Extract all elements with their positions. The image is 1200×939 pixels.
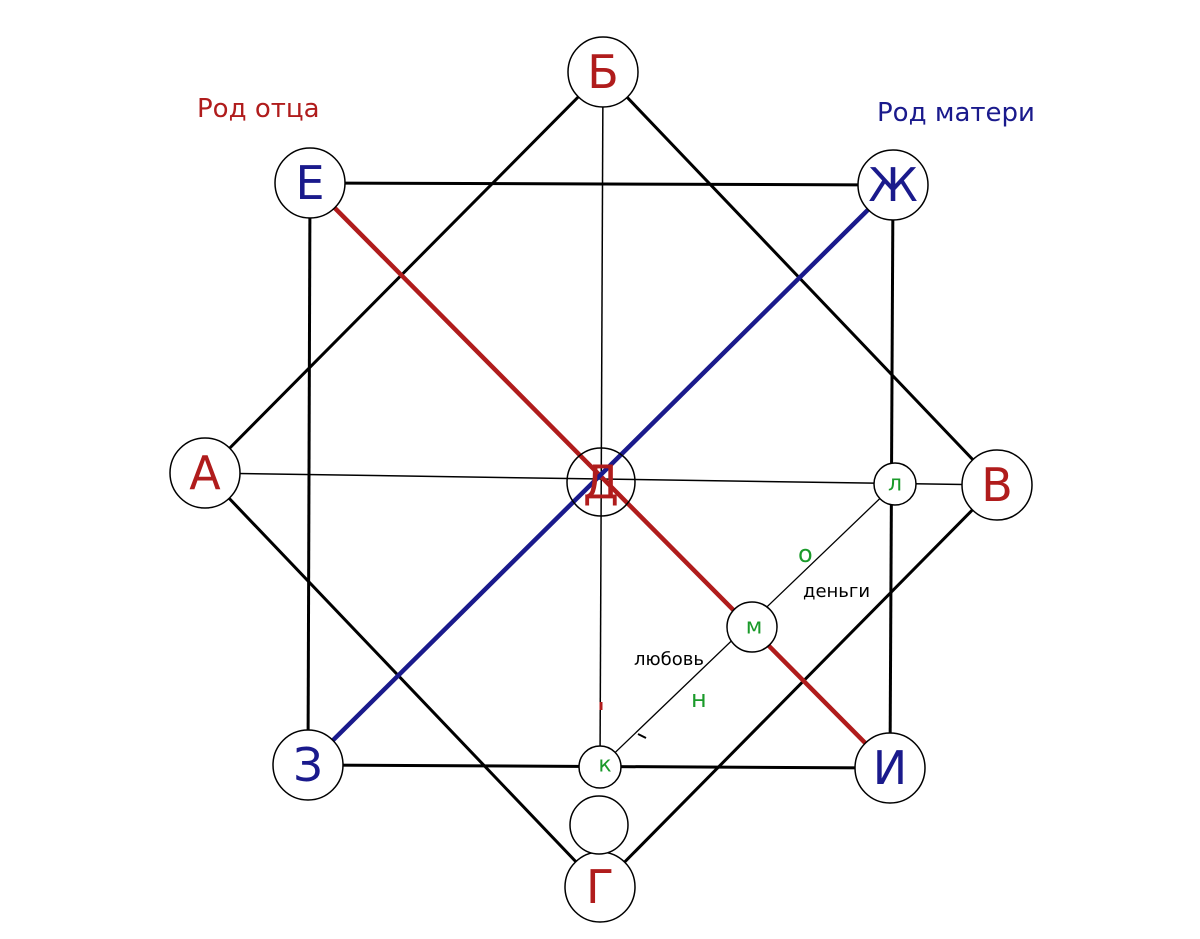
node-v: В [961,449,1033,521]
node-e: Е [274,147,346,219]
node-a: А [169,437,241,509]
node-z-label: З [293,738,323,792]
node-e-label: Е [295,156,324,210]
label-love: любовь [634,649,704,670]
node-i: И [854,732,926,804]
node-k-label: к [598,753,611,778]
node-l-label: л [888,472,902,497]
node-m: м [726,601,778,653]
node-m-label: м [746,615,763,640]
node-b: Б [567,36,639,108]
node-b-label: Б [587,45,619,99]
node-a-label: А [189,446,221,500]
label-n: н [691,685,707,713]
label-o: о [798,540,813,568]
blue-diagonal-z-zh [306,183,895,767]
label-money: деньги [803,581,870,602]
node-l: л [873,462,917,506]
mother-line-caption: Род матери [877,98,1035,128]
line-b-k [599,71,604,768]
node-k: к [578,745,622,789]
empty-circle [569,795,629,855]
node-zh: Ж [857,149,929,221]
line-e-zh [309,181,894,187]
line-v-g [598,483,999,889]
node-v-label: В [981,458,1013,512]
node-g-label: Г [586,860,614,914]
node-i-label: И [873,741,907,795]
father-line-caption: Род отца [197,94,320,124]
node-d-label: Д [583,455,619,509]
node-d: Д [566,447,636,517]
node-zh-label: Ж [868,158,918,212]
node-g: Г [564,851,636,923]
black-tick [637,733,647,739]
node-z: З [272,729,344,801]
line-g-a [203,471,602,889]
line-a-b [203,70,605,475]
